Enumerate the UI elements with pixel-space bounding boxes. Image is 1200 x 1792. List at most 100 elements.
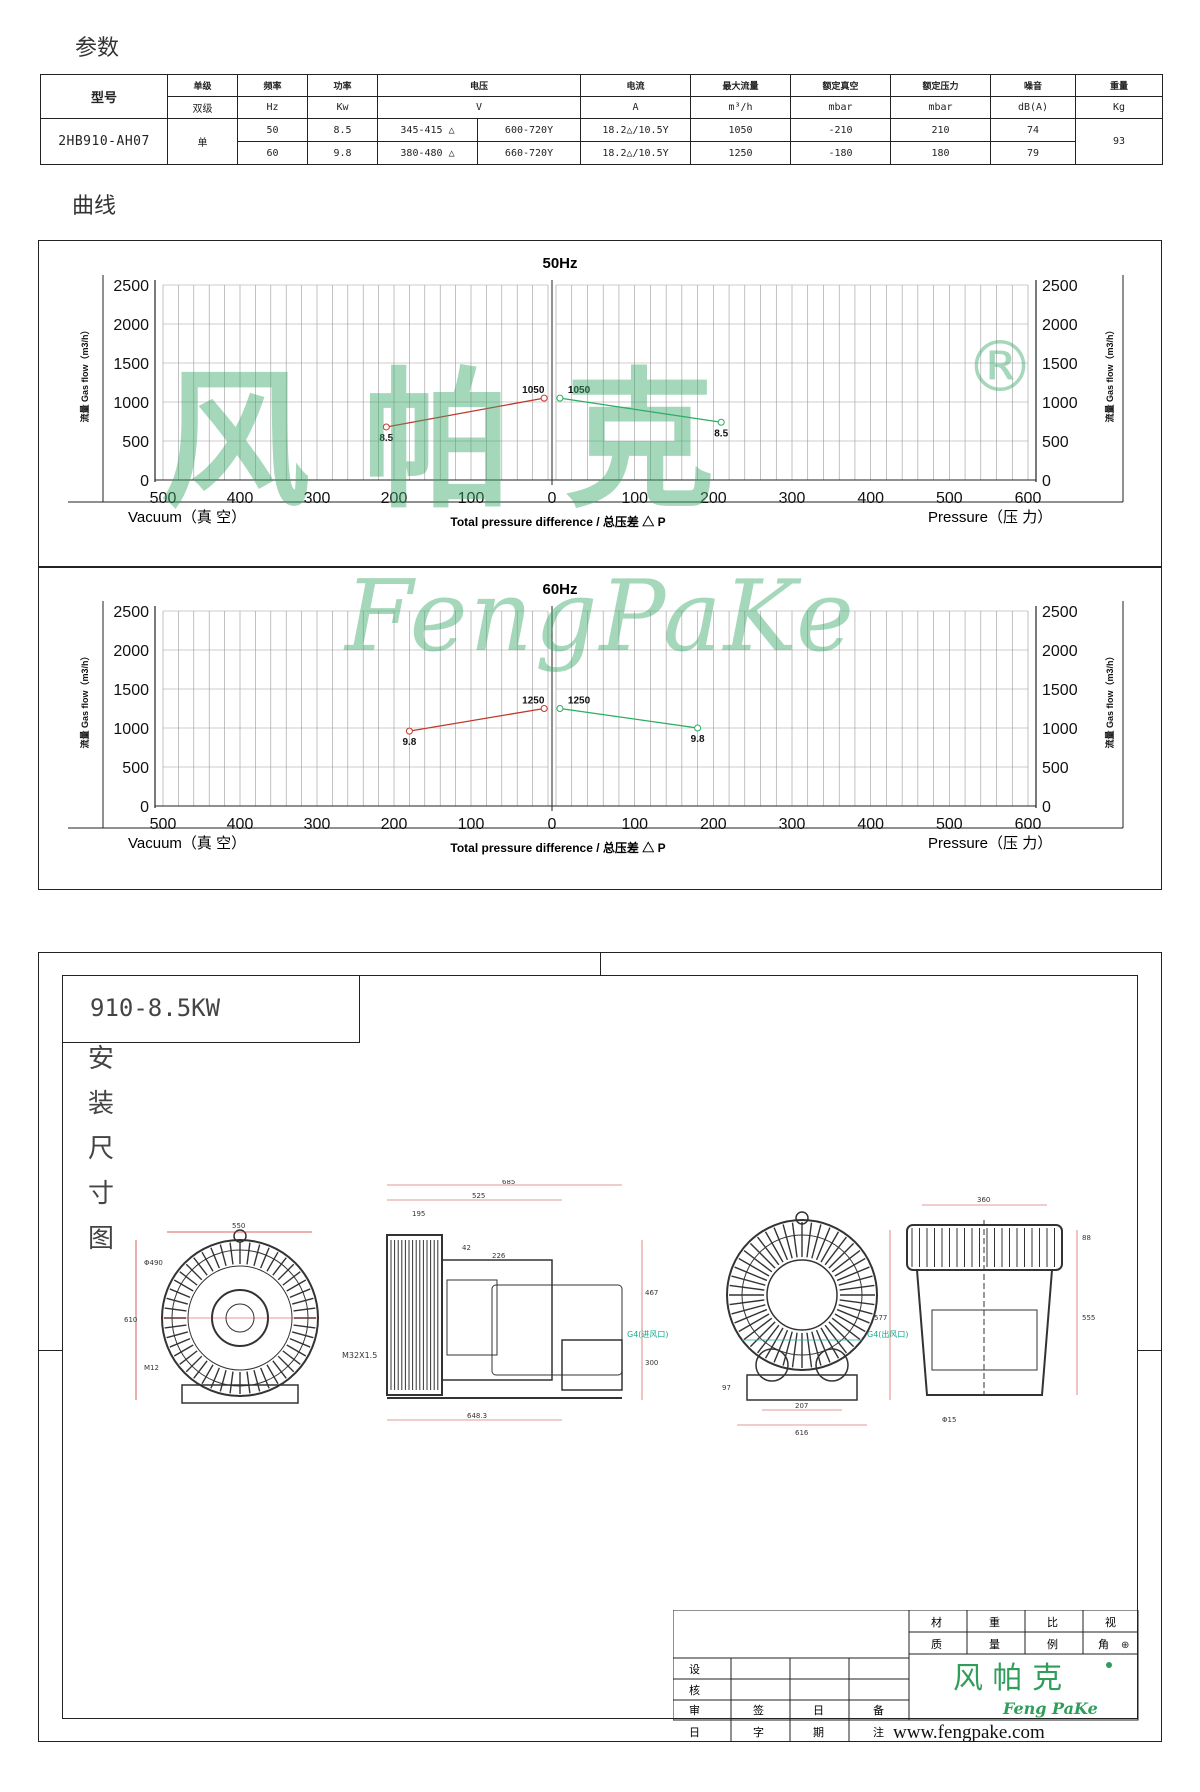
model-label-box xyxy=(62,975,360,1043)
x-tick-label-pressure: 500 xyxy=(936,816,963,833)
fin-line xyxy=(749,1242,776,1269)
cell-current: 18.2△/10.5Y xyxy=(580,141,692,165)
series-line-vacuum xyxy=(386,397,545,428)
dim-label: 610 xyxy=(124,1316,137,1324)
dim-label: 577 xyxy=(874,1314,887,1322)
data-point xyxy=(556,394,564,402)
data-point-label: 1050 xyxy=(568,385,591,396)
x-tick-label-vacuum: 300 xyxy=(304,816,331,833)
fin-line xyxy=(773,1227,789,1261)
y-tick-label-left: 1000 xyxy=(113,395,149,412)
y-tick-label-left: 0 xyxy=(140,799,149,816)
fin-line xyxy=(179,1271,198,1286)
y-tick-label-right: 2500 xyxy=(1042,604,1078,621)
data-point-label: 8.5 xyxy=(379,433,393,444)
data-point-label: 1250 xyxy=(522,696,545,707)
dim-label: Φ490 xyxy=(144,1259,163,1267)
tb-weight-bottom: 量 xyxy=(989,1638,1000,1651)
vertical-label-char: 尺 xyxy=(88,1134,115,1164)
header-vacuum: 额定真空 xyxy=(790,74,892,97)
fin-line xyxy=(838,1304,873,1315)
y-tick-label-left: 1000 xyxy=(113,721,149,738)
model-cell: 2HB910-AH07 xyxy=(40,118,168,165)
cell-hz: 50 xyxy=(237,118,308,142)
fin-line xyxy=(164,1307,187,1312)
dim-label: 616 xyxy=(795,1429,809,1437)
fin-line xyxy=(773,1329,789,1363)
fin-line xyxy=(824,1324,847,1354)
dim-label: 97 xyxy=(722,1384,731,1392)
fin-line xyxy=(834,1257,866,1277)
data-point xyxy=(694,724,702,732)
fin-line xyxy=(169,1288,191,1298)
vertical-label-char: 安 xyxy=(88,1044,115,1074)
dim-label: 685 xyxy=(502,1180,515,1186)
x-tick-label-vacuum: 200 xyxy=(381,816,408,833)
y-tick-label-right: 2000 xyxy=(1042,643,1078,660)
fin-line xyxy=(286,1279,307,1292)
fin-line xyxy=(229,1371,234,1394)
y-tick-label-right: 2000 xyxy=(1042,317,1078,334)
fin-line xyxy=(289,1288,311,1298)
fin-line xyxy=(173,1279,194,1292)
stage-cell: 单 xyxy=(167,118,238,165)
dim-label: G4(出风口) xyxy=(867,1329,909,1339)
cell-vacuum: -210 xyxy=(790,118,892,142)
x-tick-label-pressure: 500 xyxy=(936,490,963,507)
x-tick-label-pressure: 600 xyxy=(1015,816,1042,833)
data-point xyxy=(717,418,725,426)
header-weight: 重量 xyxy=(1075,74,1164,97)
data-point-label: 8.5 xyxy=(714,428,728,439)
header-freq: 频率 xyxy=(237,74,308,97)
unit-voltage: V xyxy=(376,96,582,119)
dim-label: G4(进风口) xyxy=(627,1330,669,1339)
weight-cell: 93 xyxy=(1075,118,1164,165)
x-tick-label-vacuum: 500 xyxy=(150,490,177,507)
y-tick-label-left: 2000 xyxy=(113,643,149,660)
chart-grid xyxy=(162,610,1029,807)
x-tick-label-pressure: 400 xyxy=(857,490,884,507)
x-tick-label-vacuum: 0 xyxy=(548,816,557,833)
fin-line xyxy=(291,1331,314,1339)
y-tick-label-left: 2500 xyxy=(113,604,149,621)
fin-line xyxy=(277,1355,295,1373)
fin-line xyxy=(757,1324,780,1354)
dim-label: 207 xyxy=(795,1402,808,1410)
data-point-label: 9.8 xyxy=(402,737,416,748)
dim-label: 555 xyxy=(1082,1314,1095,1322)
fin-line xyxy=(828,1321,855,1348)
y-tick-label-left: 2500 xyxy=(113,278,149,295)
chart-title: 60Hz xyxy=(542,581,577,598)
fin-line xyxy=(193,1257,208,1276)
fin-line xyxy=(831,1317,861,1340)
x-tick-label-pressure: 400 xyxy=(857,816,884,833)
vertical-label-char: 图 xyxy=(88,1224,115,1254)
header-stage: 单级 xyxy=(167,74,238,97)
dim-label: 360 xyxy=(977,1196,990,1204)
header-current: 电流 xyxy=(580,74,692,97)
vertical-label: 安 装 尺 寸 图 xyxy=(88,1037,114,1262)
data-point xyxy=(540,705,548,712)
fin-line xyxy=(734,1308,768,1324)
fin-line xyxy=(173,1344,194,1357)
header-max-flow: 最大流量 xyxy=(690,74,792,97)
y-tick-label-right: 2500 xyxy=(1042,278,1078,295)
x-tick-label-pressure: 200 xyxy=(700,490,727,507)
data-point xyxy=(382,423,390,431)
fin-line xyxy=(820,1231,840,1263)
vertical-label-char: 寸 xyxy=(88,1179,115,1209)
fin-line xyxy=(729,1299,765,1306)
fin-line xyxy=(282,1271,301,1286)
series-line-vacuum xyxy=(409,707,545,732)
dim-label: 467 xyxy=(645,1289,658,1297)
website-link[interactable]: www.fengpake.com xyxy=(893,1722,1045,1742)
y-tick-label-right: 0 xyxy=(1042,473,1051,490)
y-axis-label-left: 流量 Gas flow（m3/h） xyxy=(79,651,90,748)
model-label: 910-8.5KW xyxy=(90,994,221,1022)
fin-line xyxy=(291,1297,314,1305)
x-tick-label-vacuum: 100 xyxy=(458,816,485,833)
header-noise: 噪音 xyxy=(990,74,1077,97)
pressure-label: Pressure（压 力） xyxy=(928,835,1052,852)
